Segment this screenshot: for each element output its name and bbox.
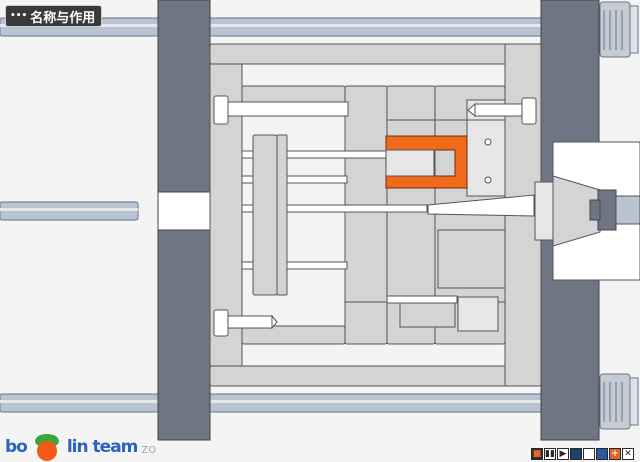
moving-platen — [157, 0, 211, 441]
core-pin — [385, 149, 435, 177]
menu-dots-icon: ••• — [10, 11, 28, 21]
title-badge: ••• 名称与作用 — [5, 5, 103, 27]
player-controls: ■▮▮▶ +✕ — [531, 448, 634, 460]
injection-nozzle — [552, 141, 640, 281]
stop-button[interactable]: ■ — [531, 448, 543, 460]
runner — [427, 194, 535, 217]
tie-rods — [0, 17, 601, 413]
page-title: 名称与作用 — [30, 10, 96, 26]
color-swatch-a[interactable] — [570, 448, 582, 460]
color-swatch-c[interactable] — [596, 448, 608, 460]
fullscreen-button[interactable]: ✕ — [622, 448, 634, 460]
pause-button[interactable]: ▮▮ — [544, 448, 556, 460]
zoom-button[interactable]: + — [609, 448, 621, 460]
logo-text-right: lin team — [66, 437, 139, 457]
orange-fruit-icon — [34, 434, 59, 461]
ejector-pins — [241, 150, 458, 304]
logo-text-left: bo — [5, 437, 28, 457]
tie-rod-nuts — [599, 1, 639, 430]
play-button[interactable]: ▶ — [557, 448, 569, 460]
bolts — [213, 95, 537, 337]
brand-logo: bo lin team ZO — [5, 433, 156, 461]
color-swatch-b[interactable] — [583, 448, 595, 460]
logo-suffix: ZO — [141, 444, 157, 456]
